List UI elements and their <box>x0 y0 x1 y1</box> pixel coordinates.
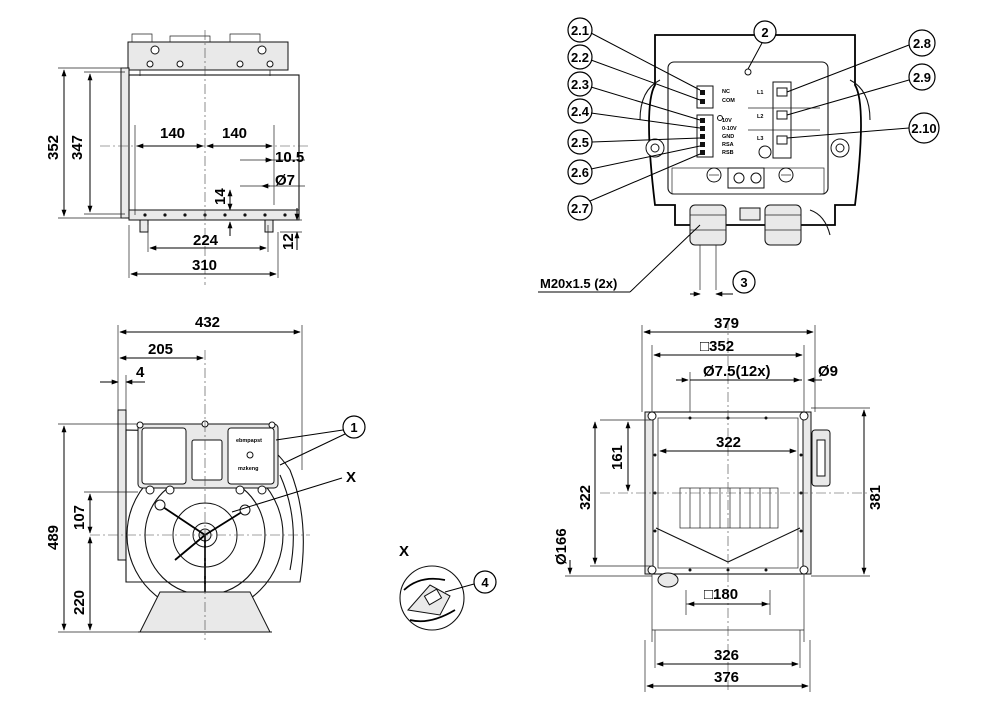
callout-2-2: 2.2 <box>567 44 701 101</box>
callout-2-7: 2.7 <box>567 153 701 221</box>
dim-352: 352 <box>45 135 62 160</box>
dim-sq352: □352 <box>700 338 734 355</box>
dim-phi166: Ø166 <box>553 528 570 565</box>
dim-381: 381 <box>867 485 884 510</box>
impeller-blades <box>679 487 779 529</box>
callout-3: 3 <box>732 270 756 294</box>
dim-205: 205 <box>148 341 173 358</box>
svg-text:2.6: 2.6 <box>571 165 589 180</box>
svg-text:ebmpapst: ebmpapst <box>236 438 262 444</box>
svg-text:2.9: 2.9 <box>913 70 931 85</box>
detail-x-circle <box>399 565 465 631</box>
svg-text:2.10: 2.10 <box>911 121 936 136</box>
svg-text:NC: NC <box>722 89 730 95</box>
dim-379: 379 <box>714 315 739 332</box>
dim-4: 4 <box>136 364 145 381</box>
motor-spokes <box>159 504 246 600</box>
callout-2-8: 2.8 <box>786 29 936 93</box>
svg-text:2.3: 2.3 <box>571 77 589 92</box>
svg-text:GND: GND <box>722 134 734 140</box>
svg-text:10V: 10V <box>722 118 732 124</box>
callout-4: 4 <box>444 570 497 594</box>
terminal-box-view: NC COM 10V 0-10V GND RSA RSB L1 L2 L3 <box>538 17 940 297</box>
detail-x-view: X 4 <box>399 543 497 631</box>
dim-10-5: 10.5 <box>275 149 304 166</box>
callout-2-1: 2.1 <box>567 17 701 91</box>
callout-2-4: 2.4 <box>567 98 701 129</box>
svg-text:2.8: 2.8 <box>913 36 931 51</box>
callout-1: 1 <box>275 415 366 466</box>
svg-text:4: 4 <box>481 575 489 590</box>
side-flange <box>120 67 130 219</box>
cable-glands <box>689 204 831 290</box>
svg-text:0-10V: 0-10V <box>722 126 737 132</box>
svg-text:2.1: 2.1 <box>571 23 589 38</box>
dim-432: 432 <box>195 314 220 331</box>
callout-2-9: 2.9 <box>786 63 936 116</box>
dim-140-right: 140 <box>222 125 247 142</box>
svg-text:1: 1 <box>350 420 357 435</box>
svg-text:COM: COM <box>722 98 735 104</box>
side-view: 352 347 140 140 10.5 Ø7 14 224 12 <box>45 30 310 285</box>
svg-text:2.4: 2.4 <box>571 104 590 119</box>
svg-text:3: 3 <box>740 275 747 290</box>
inlet-view: 379 □352 Ø7.5(12x) Ø9 322 161 322 Ø166 <box>553 315 884 692</box>
svg-text:L3: L3 <box>757 136 763 142</box>
svg-text:RSB: RSB <box>722 150 734 156</box>
dim-220: 220 <box>71 590 88 615</box>
dim-224: 224 <box>193 232 219 249</box>
dim-347: 347 <box>69 135 86 160</box>
dim-161: 161 <box>609 445 626 470</box>
dim-107: 107 <box>71 505 88 530</box>
dim-12: 12 <box>280 233 297 250</box>
dim-326: 326 <box>714 647 739 664</box>
front-back-plate <box>117 409 127 561</box>
svg-text:L1: L1 <box>757 90 763 96</box>
dim-hole-7: Ø7 <box>275 172 295 189</box>
gland-label: M20x1.5 (2x) <box>540 276 617 291</box>
side-box-screws <box>146 45 274 68</box>
callout-2-5: 2.5 <box>567 129 701 155</box>
dim-140-left: 140 <box>160 125 185 142</box>
dim-322-v: 322 <box>577 485 594 510</box>
dim-sq180: □180 <box>704 586 738 603</box>
callout-2-3: 2.3 <box>567 71 701 121</box>
terminal-housing <box>648 34 862 226</box>
svg-text:mzkeng: mzkeng <box>238 466 258 472</box>
front-view: ebmpapst mzkeng 432 205 4 489 107 <box>45 314 366 640</box>
label-x-detail: X <box>399 543 409 560</box>
svg-text:L2: L2 <box>757 114 763 120</box>
dim-376: 376 <box>714 669 739 686</box>
svg-text:RSA: RSA <box>722 142 734 148</box>
dim-phi9: Ø9 <box>818 363 838 380</box>
svg-text:2.7: 2.7 <box>571 201 589 216</box>
dim-322-h: 322 <box>716 434 741 451</box>
label-x-front: X <box>346 469 356 486</box>
dim-14: 14 <box>212 188 229 205</box>
svg-text:2.2: 2.2 <box>571 50 589 65</box>
dim-310: 310 <box>192 257 217 274</box>
dim-holes: Ø7.5(12x) <box>703 363 771 380</box>
terminal-text-labels: NC COM 10V 0-10V GND RSA RSB L1 L2 L3 <box>722 89 763 156</box>
svg-text:2: 2 <box>761 25 768 40</box>
dim-489: 489 <box>45 525 62 550</box>
callout-2-10: 2.10 <box>786 112 940 144</box>
callout-2-6: 2.6 <box>567 145 701 185</box>
svg-text:2.5: 2.5 <box>571 135 589 150</box>
callout-2: 2 <box>747 20 777 70</box>
